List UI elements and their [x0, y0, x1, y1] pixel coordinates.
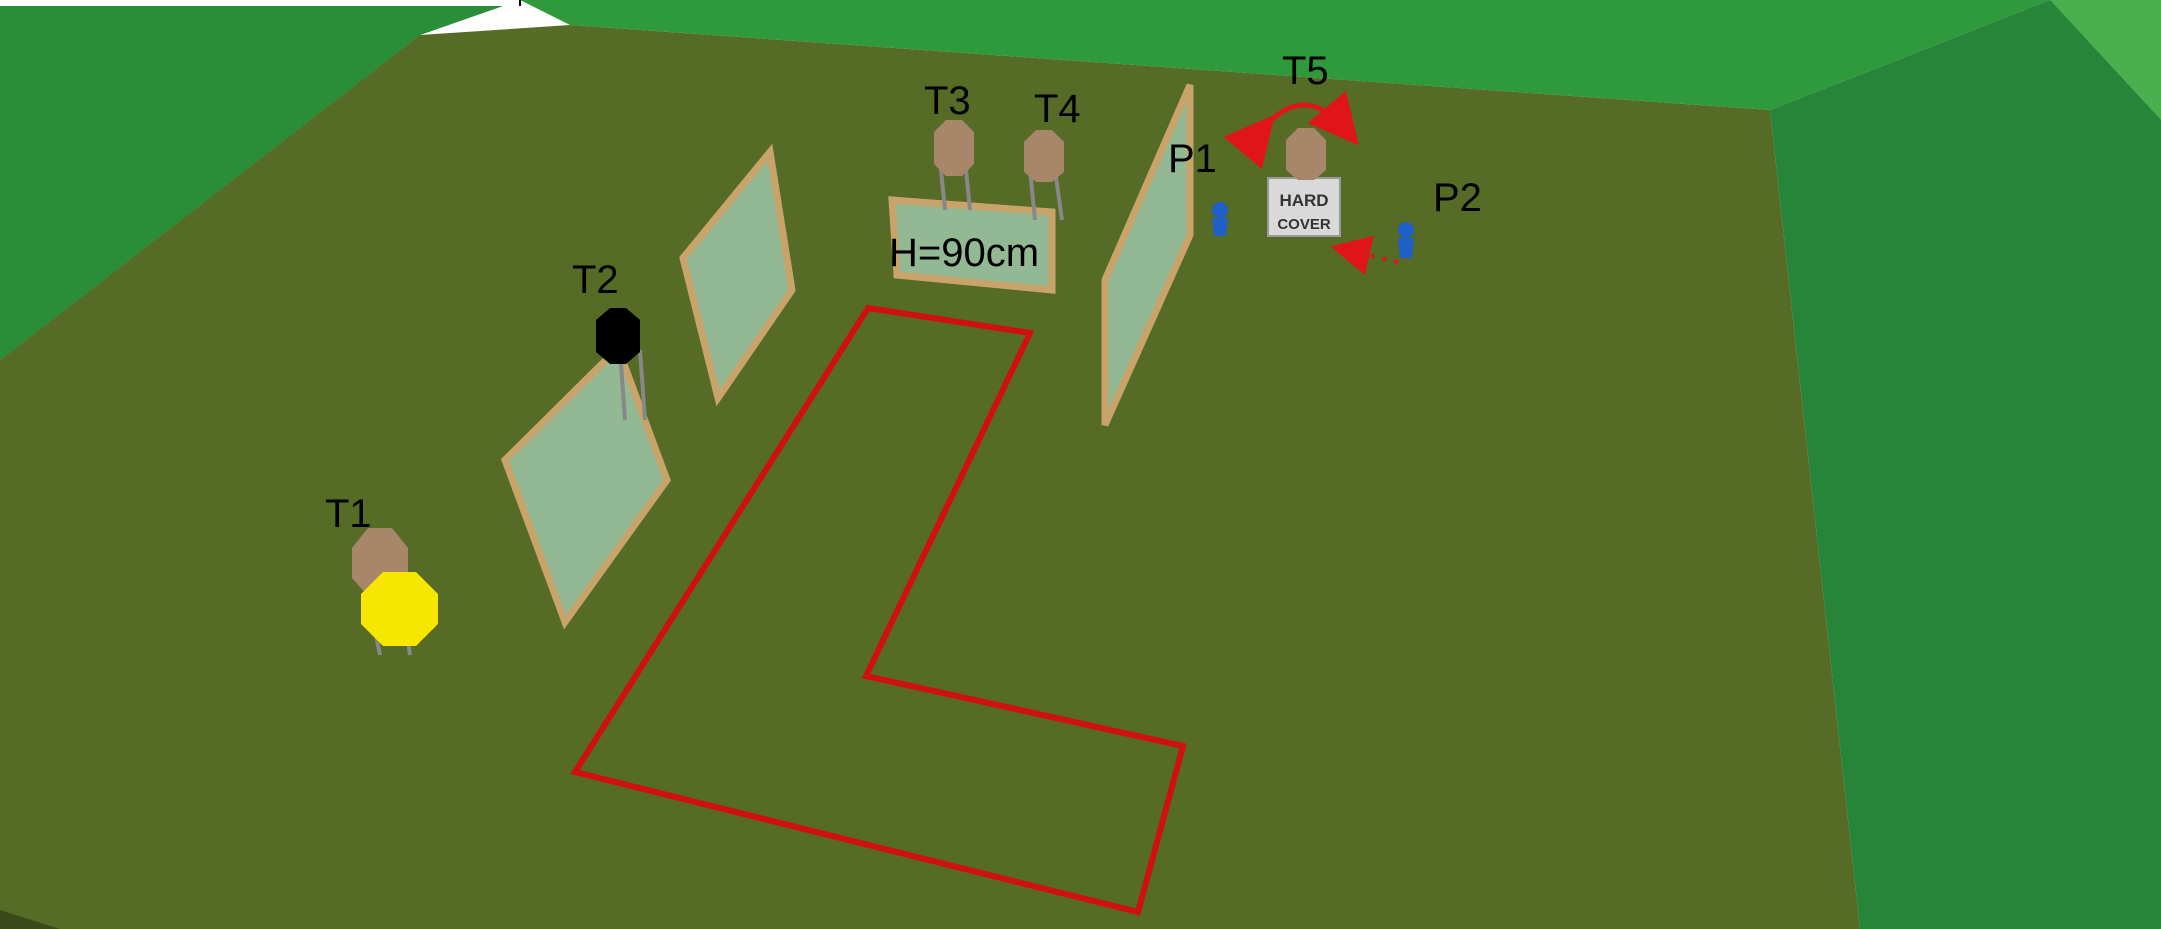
- popper-t1: [361, 572, 438, 646]
- label-t3: T3: [924, 79, 971, 123]
- height-note: H=90cm: [889, 231, 1039, 275]
- wall-short: [888, 196, 1056, 294]
- shooting-box: [570, 304, 1187, 916]
- target-t5: [1286, 128, 1326, 180]
- arena-floor: [0, 25, 1860, 929]
- target-t3: [934, 120, 974, 211]
- label-p1: P1: [1168, 137, 1217, 181]
- hard-cover-line1: HARD: [1279, 191, 1328, 210]
- label-t2: T2: [572, 258, 619, 302]
- label-p2: P2: [1433, 176, 1482, 220]
- wall-right: [1101, 83, 1194, 427]
- hard-cover-line2: COVER: [1277, 216, 1331, 233]
- floor-front-edge: [0, 910, 60, 929]
- shooter-p2: [1398, 222, 1414, 258]
- label-t1: T1: [325, 492, 372, 536]
- hard-cover: HARD COVER: [1267, 177, 1341, 237]
- wall-mid: [679, 143, 796, 407]
- shooter-p1: [1212, 202, 1228, 236]
- target-t2: [596, 308, 647, 421]
- top-strip: [0, 0, 520, 6]
- label-t4: T4: [1034, 87, 1081, 131]
- swing-arrow: [1223, 90, 1359, 170]
- label-t5: T5: [1282, 49, 1329, 93]
- target-t4: [1024, 130, 1064, 221]
- move-arrow: [1330, 235, 1399, 275]
